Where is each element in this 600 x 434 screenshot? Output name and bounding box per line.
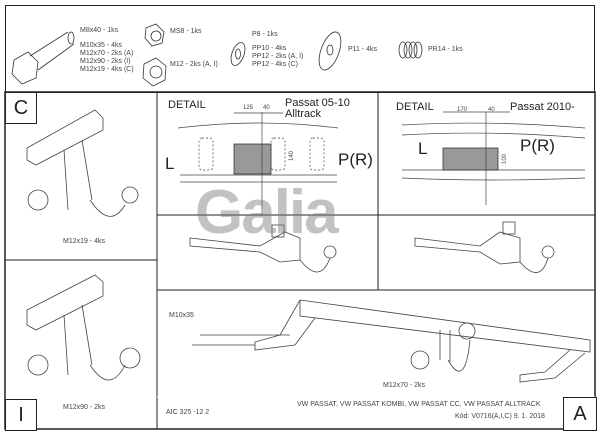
washer-small-icon [230, 42, 246, 66]
detail-left-drawing [177, 112, 339, 215]
detail-left-pr: P(R) [338, 150, 373, 169]
detail-right-title: DETAIL [396, 101, 434, 113]
bolt-label-m12x70: M12x70 - 2ks (A) [80, 50, 134, 57]
assembly-drawing [192, 299, 591, 383]
side-view-left [189, 224, 337, 273]
spring-label: PR14 - 1ks [428, 46, 463, 53]
detail-right-dim-40: 40 [488, 107, 495, 113]
nut-m12-label: M12 - 2ks (A, I) [170, 61, 218, 68]
bolt-label-m8x40: M8x40 - 1ks [80, 27, 119, 34]
bolt-icon [11, 31, 75, 85]
vehicle-list: VW PASSAT, VW PASSAT KOMBI, VW PASSAT CC… [297, 401, 541, 408]
detail-right-model: Passat 2010- [510, 101, 575, 113]
panel-c-label: C [5, 92, 37, 124]
panel-i-drawing [26, 274, 141, 381]
washer-large-icon [318, 31, 342, 71]
bolt-label-m12x90: M12x90 - 2ks (I) [80, 58, 131, 65]
kod-date: Kód: V0716(A,I,C) 9. 1. 2018 [455, 413, 545, 420]
side-view-right [414, 221, 555, 273]
washer-p8-label: P8 - 1ks [252, 31, 278, 38]
assembly-bolt-note-m12x70: M12x70 - 2ks [383, 382, 426, 389]
detail-left-l: L [165, 154, 175, 173]
nut-ms8-label: MS8 - 1ks [170, 28, 202, 35]
galia-watermark: Galia [195, 178, 339, 247]
panel-i-label: I [5, 399, 37, 431]
bolt-label-m12x19: M12x19 - 4ks (C) [80, 66, 134, 73]
washer-pp12-ai-label: PP12 - 2ks (A, I) [252, 53, 304, 60]
detail-left-model: Passat 05-10 [285, 97, 350, 109]
panel-a-label: A [563, 397, 597, 431]
detail-right-drawing [401, 111, 586, 205]
panel-i-bolt-note: M12x90 - 2ks [63, 404, 106, 411]
detail-left-title: DETAIL [168, 99, 206, 111]
panel-c-drawing [26, 109, 139, 217]
drawing-code: AIC 325 -12 2 [166, 409, 210, 416]
detail-right-dim-100: 100 [502, 153, 509, 165]
assembly-bolt-note-m10x35: M10x35 [169, 312, 194, 319]
detail-right-pr: P(R) [520, 136, 555, 155]
detail-right-l: L [418, 139, 428, 158]
nut-m12-icon [142, 57, 167, 87]
bolt-label-m10x35: M10x35 - 4ks [80, 42, 123, 49]
detail-left-dim-125: 125 [243, 105, 254, 111]
nut-ms8-icon [144, 23, 165, 47]
panel-c-bolt-note: M12x19 - 4ks [63, 238, 106, 245]
spring-icon [398, 41, 423, 59]
detail-left-dim-140: 140 [289, 150, 296, 162]
detail-right-dim-170: 170 [457, 107, 468, 113]
detail-left-dim-40: 40 [263, 105, 270, 111]
washer-p11-label: P11 - 4ks [348, 46, 378, 53]
washer-pp12-c-label: PP12 - 4ks (C) [252, 61, 298, 68]
detail-left-model2: Alltrack [285, 108, 322, 120]
washer-pp10-label: PP10 - 4ks [252, 45, 287, 52]
